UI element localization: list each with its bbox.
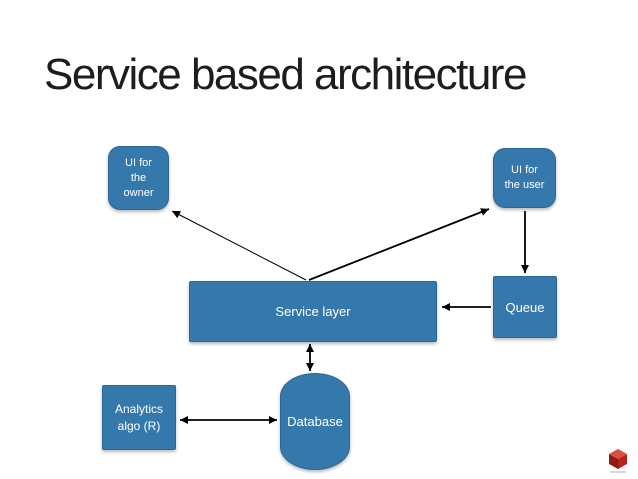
node-analytics-algo-r: Analytics algo (R) [102,385,176,450]
node-ui-for-the-owner: UI for the owner [108,146,169,210]
edge-service-to-ui-user [308,208,490,281]
red-cube-logo [606,448,630,476]
node-queue: Queue [493,276,557,338]
logo-caption-smudge [610,471,626,473]
slide-title: Service based architecture [44,50,527,99]
edge-service-to-ui-owner [171,210,307,281]
node-database-cylinder: Database [280,373,350,470]
red-cube-icon [609,449,627,469]
node-service-layer: Service layer [189,281,437,342]
node-ui-for-the-user: UI for the user [493,148,556,208]
